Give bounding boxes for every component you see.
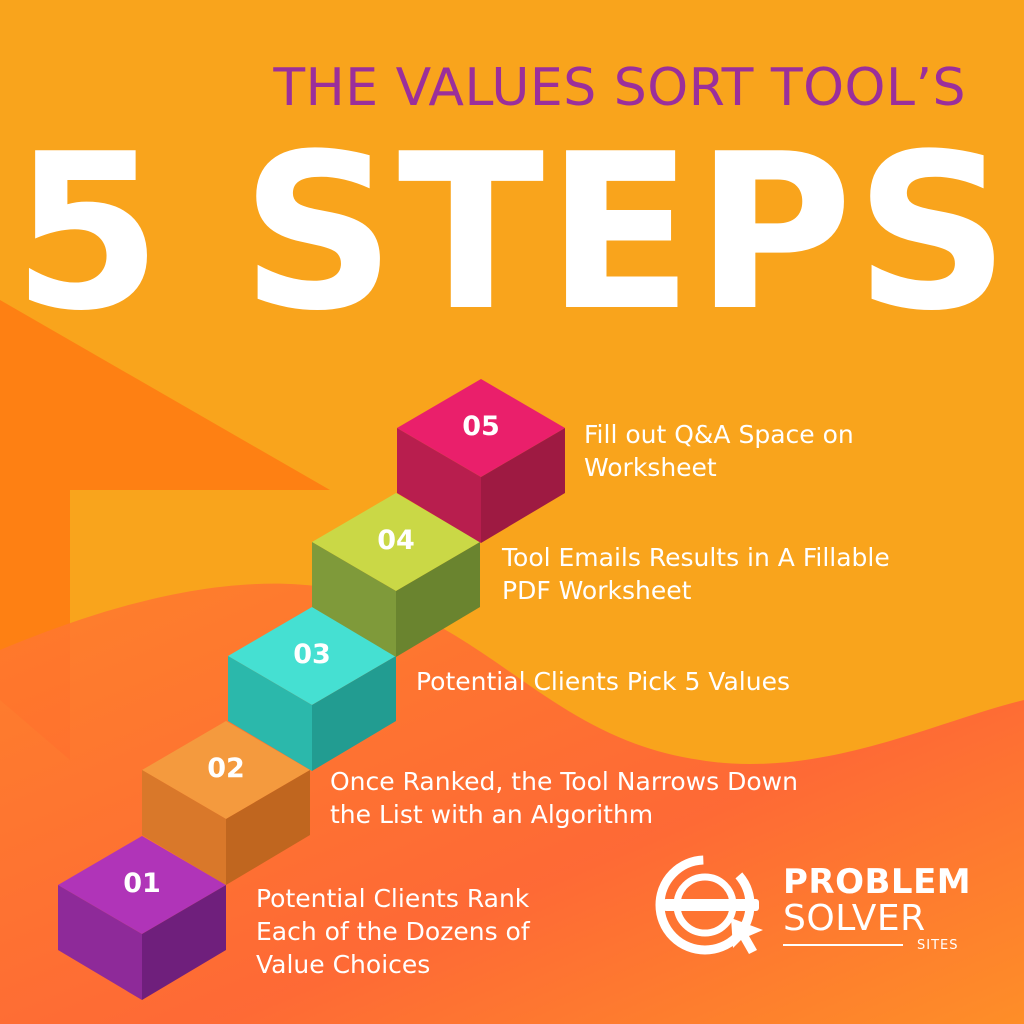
background-arrow-shape <box>0 300 330 760</box>
logo-mark-icon <box>655 855 763 955</box>
step-05-line-1: Fill out Q&A Space on <box>584 420 854 449</box>
step-01-number: 01 <box>123 868 161 899</box>
step-01-cube: 01 <box>58 836 226 1000</box>
step-01-description: Potential Clients Rank Each of the Dozen… <box>256 882 530 981</box>
step-04-cube: 04 <box>312 493 480 657</box>
step-04-number: 04 <box>377 525 415 556</box>
step-04-description: Tool Emails Results in A Fillable PDF Wo… <box>502 541 890 607</box>
step-02-line-2: the List with an Algorithm <box>330 800 654 829</box>
step-05-number: 05 <box>462 411 500 442</box>
logo-word-solver: SOLVER <box>783 898 926 939</box>
problem-solver-sites-logo: PROBLEM SOLVER SITES <box>645 850 975 960</box>
step-03-number: 03 <box>293 639 331 670</box>
logo-word-problem: PROBLEM <box>783 862 972 902</box>
subtitle-heading: THE VALUES SORT TOOL’S <box>273 58 966 118</box>
step-04-line-1: Tool Emails Results in A Fillable <box>502 543 890 572</box>
step-01-line-3: Value Choices <box>256 950 431 979</box>
step-02-description: Once Ranked, the Tool Narrows Down the L… <box>330 765 798 831</box>
step-03-line-1: Potential Clients Pick 5 Values <box>416 667 790 696</box>
step-05-cube: 05 <box>397 379 565 543</box>
step-05-line-2: Worksheet <box>584 453 717 482</box>
logo-word-sites: SITES <box>917 938 959 953</box>
step-01-line-1: Potential Clients Rank <box>256 884 530 913</box>
step-05-description: Fill out Q&A Space on Worksheet <box>584 418 854 484</box>
main-title: 5 STEPS <box>12 107 1012 358</box>
logo-divider <box>783 944 903 946</box>
step-03-description: Potential Clients Pick 5 Values <box>416 665 790 698</box>
step-02-cube: 02 <box>142 721 310 885</box>
step-02-number: 02 <box>207 753 245 784</box>
step-02-line-1: Once Ranked, the Tool Narrows Down <box>330 767 798 796</box>
step-04-line-2: PDF Worksheet <box>502 576 692 605</box>
step-01-line-2: Each of the Dozens of <box>256 917 530 946</box>
